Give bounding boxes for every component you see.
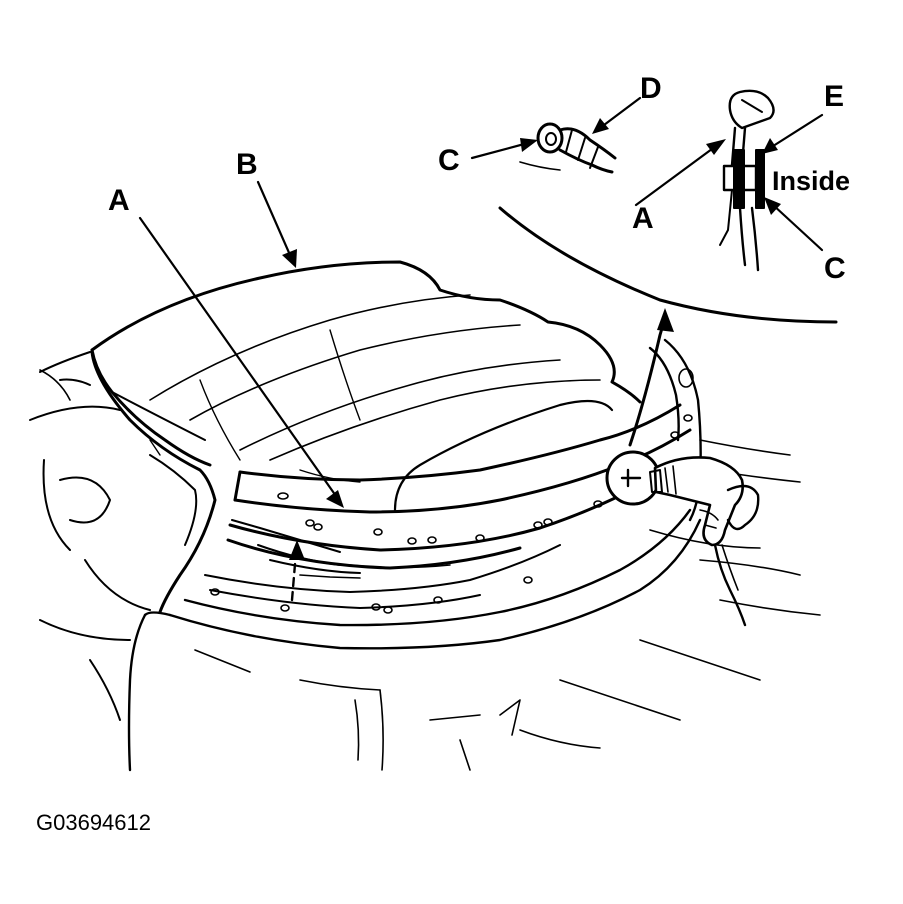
callout-leader-lines <box>138 180 344 508</box>
heat-gun-tool <box>605 450 760 627</box>
detail-cord-inset <box>470 96 642 174</box>
car-body-outline <box>29 351 151 721</box>
figure-id: G03694612 <box>36 810 151 835</box>
label-A-clip: A <box>632 202 654 235</box>
direction-arrows <box>289 308 674 602</box>
label-C-cord: C <box>438 144 460 177</box>
label-C-clip: C <box>824 252 846 285</box>
soft-top <box>90 260 642 512</box>
label-E: E <box>824 80 845 113</box>
label-A-main: A <box>108 184 130 217</box>
label-D: D <box>640 72 662 105</box>
inset-divider-arc <box>498 206 838 324</box>
detail-clip-inset <box>634 89 824 272</box>
label-B: B <box>236 148 258 181</box>
label-inside: Inside <box>772 166 851 196</box>
